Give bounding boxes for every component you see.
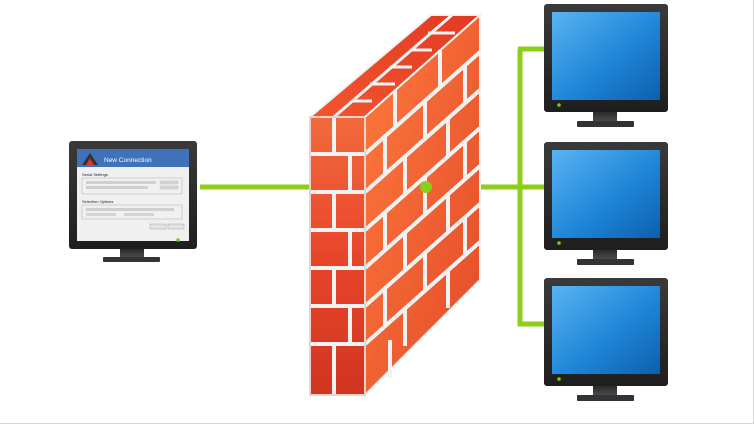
- monitor-icon: [544, 278, 668, 401]
- section-label-serial: Serial Settings: [82, 172, 108, 177]
- app-logo-icon: [82, 153, 98, 165]
- brick-wall-icon: [307, 12, 483, 398]
- section-label-selection: Selection Options: [82, 199, 113, 204]
- laptop-icon: New Connection Serial Settings Selection…: [69, 141, 197, 262]
- monitor-icon: [544, 142, 668, 265]
- link-node: [420, 181, 432, 193]
- monitor-icon: [544, 4, 668, 127]
- window-title: New Connection: [104, 157, 152, 164]
